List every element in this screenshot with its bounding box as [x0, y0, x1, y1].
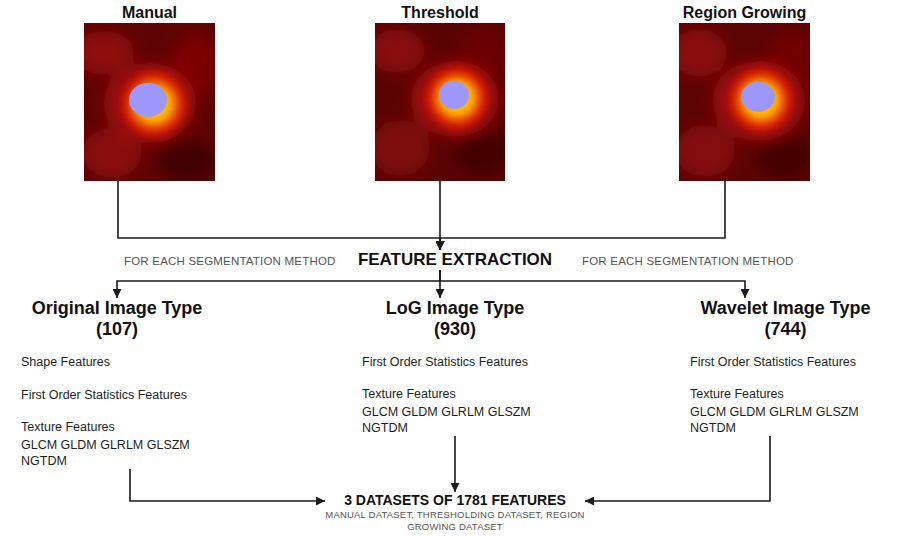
flow-arrow [130, 469, 325, 501]
segmentation-image [375, 23, 505, 181]
image-node: Manual [84, 3, 215, 181]
flow-arrow [454, 436, 456, 492]
image-node: Threshold [375, 3, 505, 181]
segmentation-image [84, 23, 215, 181]
output-node: 3 DATASETS OF 1781 FEATURESMANUAL DATASE… [325, 492, 585, 532]
image-frame [84, 23, 215, 181]
segmentation-image [679, 23, 810, 181]
column-title: Wavelet Image Type (744) [688, 298, 883, 340]
annotation-label: FOR EACH SEGMENTATION METHOD [124, 254, 336, 268]
flow-arrow [440, 270, 745, 298]
flow-arrow [440, 181, 725, 250]
step-node: FEATURE EXTRACTION [340, 250, 570, 270]
column-title: LoG Image Type (930) [375, 298, 535, 340]
feature-item: GLCM GLDM GLRLM GLSZM NGTDM [688, 404, 875, 436]
annotation-label: FOR EACH SEGMENTATION METHOD [582, 254, 794, 268]
image-title: Threshold [401, 3, 478, 23]
feature-column: Wavelet Image Type (744) First Order Stat… [688, 298, 883, 436]
feature-item: First Order Statistics Features [355, 354, 547, 370]
feature-item: First Order Statistics Features [688, 354, 875, 370]
output-title: 3 DATASETS OF 1781 FEATURES [325, 492, 585, 509]
image-frame [375, 23, 505, 181]
feature-item: Texture Features [355, 386, 547, 402]
feature-item: GLCM GLDM GLRLM GLSZM NGTDM [355, 404, 547, 436]
feature-item: First Order Statistics Features [17, 387, 206, 403]
image-node: Region Growing [679, 3, 810, 181]
column-title: Original Image Type (107) [17, 298, 217, 340]
flow-arrow [118, 181, 440, 250]
flow-arrow [117, 270, 440, 298]
image-title: Region Growing [683, 3, 807, 23]
feature-item: Shape Features [17, 354, 206, 370]
feature-item: Texture Features [17, 419, 206, 435]
image-frame [679, 23, 810, 181]
feature-item: Texture Features [688, 386, 875, 402]
step-title: FEATURE EXTRACTION [340, 250, 570, 270]
output-subtitle: MANUAL DATASET, THRESHOLDING DATASET, RE… [325, 509, 585, 532]
feature-column: LoG Image Type (930) First Order Statisti… [355, 298, 555, 436]
image-title: Manual [122, 3, 177, 23]
flow-arrow [585, 436, 770, 501]
feature-column: Original Image Type (107) Shape FeaturesF… [17, 298, 217, 469]
feature-item: GLCM GLDM GLRLM GLSZM NGTDM [17, 437, 206, 469]
